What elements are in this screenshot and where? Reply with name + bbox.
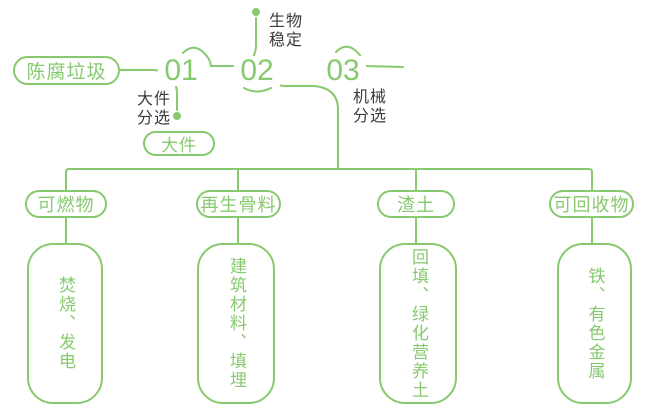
arc-under-step02 — [243, 87, 272, 93]
source-pill: 陈腐垃圾 — [13, 56, 120, 85]
result-text: 焚烧、发电 — [56, 276, 75, 371]
line-step02-to-trunk — [266, 75, 339, 170]
step-number-03: 03 — [320, 56, 366, 86]
category-label: 渣土 — [397, 195, 435, 215]
category-pill-combustibles: 可燃物 — [25, 190, 107, 218]
category-pill-recyclables: 可回收物 — [549, 190, 634, 218]
result-box-recycled-aggregate: 建筑材料、填埋 — [197, 243, 275, 404]
bulky-output-pill: 大件 — [143, 131, 215, 156]
category-label: 可燃物 — [37, 195, 95, 215]
step-label-mechanical-sorting: 机械 分选 — [353, 89, 388, 125]
step-label-bulky-sorting: 大件 分选 — [137, 91, 172, 127]
result-box-recyclables: 铁、有色金属 — [557, 243, 632, 404]
result-text: 回填、绿化营养土 — [409, 247, 428, 400]
bulky-output-label: 大件 — [161, 136, 197, 155]
result-text: 铁、有色金属 — [585, 266, 605, 381]
result-box-combustibles: 焚烧、发电 — [27, 243, 103, 404]
result-box-slag-soil: 回填、绿化营养土 — [379, 243, 457, 404]
category-label: 可回收物 — [553, 195, 630, 215]
branch-trunk-line — [65, 168, 593, 191]
source-label: 陈腐垃圾 — [26, 62, 107, 83]
category-pill-recycled-aggregate: 再生骨料 — [196, 190, 281, 218]
step-label-bio-stabilization: 生物 稳定 — [269, 13, 304, 49]
step-number-01: 01 — [158, 56, 204, 86]
bulky-endpoint-dot-icon — [173, 112, 181, 120]
bio-endpoint-dot-icon — [252, 8, 260, 16]
step-number-02: 02 — [234, 56, 280, 86]
result-text: 建筑材料、填埋 — [227, 257, 246, 390]
category-pill-slag-soil: 渣土 — [377, 190, 455, 218]
category-label: 再生骨料 — [200, 195, 277, 215]
